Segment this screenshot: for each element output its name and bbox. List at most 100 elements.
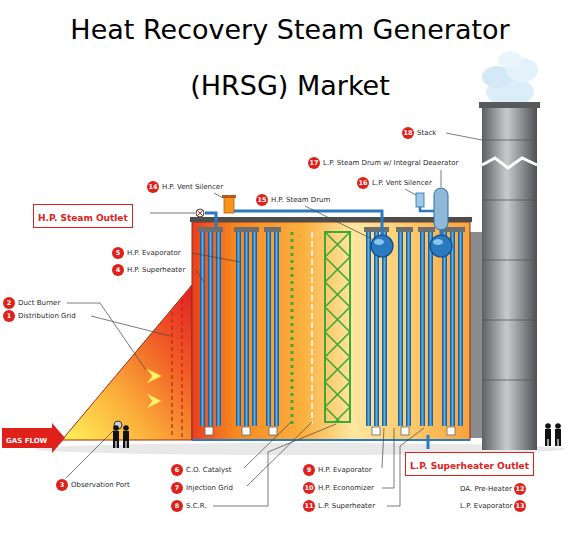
tube-bundles: [374, 232, 379, 426]
inlet-duct: [62, 285, 192, 440]
duct-burner-flames: [146, 393, 162, 409]
tube-bundles: [398, 232, 403, 426]
callout-number: 5: [112, 247, 124, 259]
callout-number-text: 7: [175, 484, 180, 492]
leader-lines: [213, 424, 336, 506]
people-silhouettes: [127, 441, 129, 448]
callout-number: 13: [514, 500, 526, 512]
callout-number-text: 2: [7, 299, 12, 307]
stack: [482, 158, 537, 168]
gas-flow-arrow: GAS FLOW: [2, 423, 64, 453]
people-silhouettes: [545, 429, 551, 439]
tube-bundles: [366, 232, 371, 426]
callout-number-text: 4: [116, 266, 121, 274]
inlet-duct: [181, 300, 182, 438]
leader-lines: [441, 170, 442, 187]
tube-bundles: [401, 427, 409, 435]
scr-catalyst: [325, 232, 350, 422]
scr-catalyst: [325, 232, 350, 422]
people-silhouettes: [123, 441, 125, 448]
part-label: Distribution Grid: [18, 312, 76, 321]
leader-lines: [66, 429, 115, 478]
injection-grid: [312, 232, 313, 424]
leader-lines: [91, 316, 170, 336]
lp-steam-drum-deaerator: [430, 235, 452, 257]
hp-steam-drum: [371, 235, 393, 257]
part-label: Injection Grid: [186, 484, 233, 493]
callout-number-text: 13: [515, 502, 524, 510]
duct-burner-flames: [146, 368, 162, 384]
tube-bundles: [234, 227, 259, 232]
stack: [479, 102, 540, 108]
part-label: H.P. Evaporator: [127, 249, 181, 258]
arrow-label: GAS FLOW: [6, 437, 47, 445]
callout-number: 7: [171, 482, 183, 494]
leader-lines: [382, 428, 394, 488]
lp-steam-drum-deaerator: [430, 188, 452, 257]
callout-number-text: 12: [515, 485, 524, 493]
steam-piping: [234, 211, 382, 235]
hrsg-casing: [190, 217, 472, 222]
hp-vent-silencer: [222, 195, 236, 213]
steam-outlet-valve: [196, 209, 204, 217]
part-label: Observation Port: [71, 481, 130, 490]
callout-number-text: 6: [175, 466, 180, 474]
callout-number: 14: [147, 181, 159, 193]
co-catalyst: [291, 232, 294, 424]
callout-number: 10: [303, 482, 315, 494]
people-silhouettes: [113, 441, 115, 448]
callout-number: 11: [303, 500, 315, 512]
stack-plume: [482, 51, 538, 106]
callout-number: 17: [308, 157, 320, 169]
part-label: H.P. Vent Silencer: [162, 183, 223, 192]
leader-lines: [244, 422, 291, 468]
stack: [482, 140, 537, 141]
leader-lines: [247, 422, 312, 486]
tube-bundles: [418, 227, 435, 232]
leader-lines: [66, 133, 482, 506]
tube-bundles: [450, 232, 455, 426]
tube-bundles: [208, 232, 213, 426]
part-label: C.O. Catalyst: [186, 466, 231, 475]
callout-number: 12: [514, 483, 526, 495]
people-silhouettes: [113, 431, 119, 441]
tube-bundles: [364, 227, 389, 232]
leader-lines: [214, 193, 223, 198]
tube-bundles: [274, 232, 279, 426]
injection-grid: [311, 232, 313, 424]
people-silhouettes: [559, 439, 561, 446]
callout-number-text: 3: [60, 481, 65, 489]
tube-bundles: [447, 427, 455, 435]
stack: [470, 232, 484, 438]
people-silhouettes: [545, 439, 547, 446]
stack: [482, 260, 537, 261]
inlet-duct: [171, 312, 172, 438]
callout-number: 4: [112, 264, 124, 276]
hp-vent-silencer: [222, 195, 236, 198]
leader-lines: [382, 428, 384, 468]
tube-bundles: [458, 232, 463, 426]
leader-lines: [305, 206, 372, 239]
callout-number-text: 1: [7, 312, 12, 320]
steam-piping: [420, 207, 434, 211]
people-silhouettes: [123, 425, 129, 431]
tube-bundles: [428, 232, 433, 426]
tube-bundles: [269, 427, 277, 435]
callout-number: 15: [256, 194, 268, 206]
lp-vent-silencer: [416, 193, 424, 207]
callout-number-text: 11: [304, 502, 313, 510]
callout-number: 8: [171, 500, 183, 512]
steam-piping: [427, 435, 430, 449]
part-label: L.P. Steam Drum w/ Integral Deaerator: [323, 159, 458, 168]
tube-bundles: [216, 232, 221, 426]
tube-bundles: [205, 427, 213, 435]
tube-bundles: [396, 227, 413, 232]
duct-burner-flames: [146, 368, 162, 409]
outlet-box: L.P. Superheater Outlet: [405, 452, 534, 476]
callout-number-text: 5: [116, 249, 121, 257]
callout-number-text: 14: [148, 183, 157, 191]
leader-lines: [67, 303, 146, 370]
stack: [482, 105, 537, 450]
stack-plume: [498, 51, 522, 69]
